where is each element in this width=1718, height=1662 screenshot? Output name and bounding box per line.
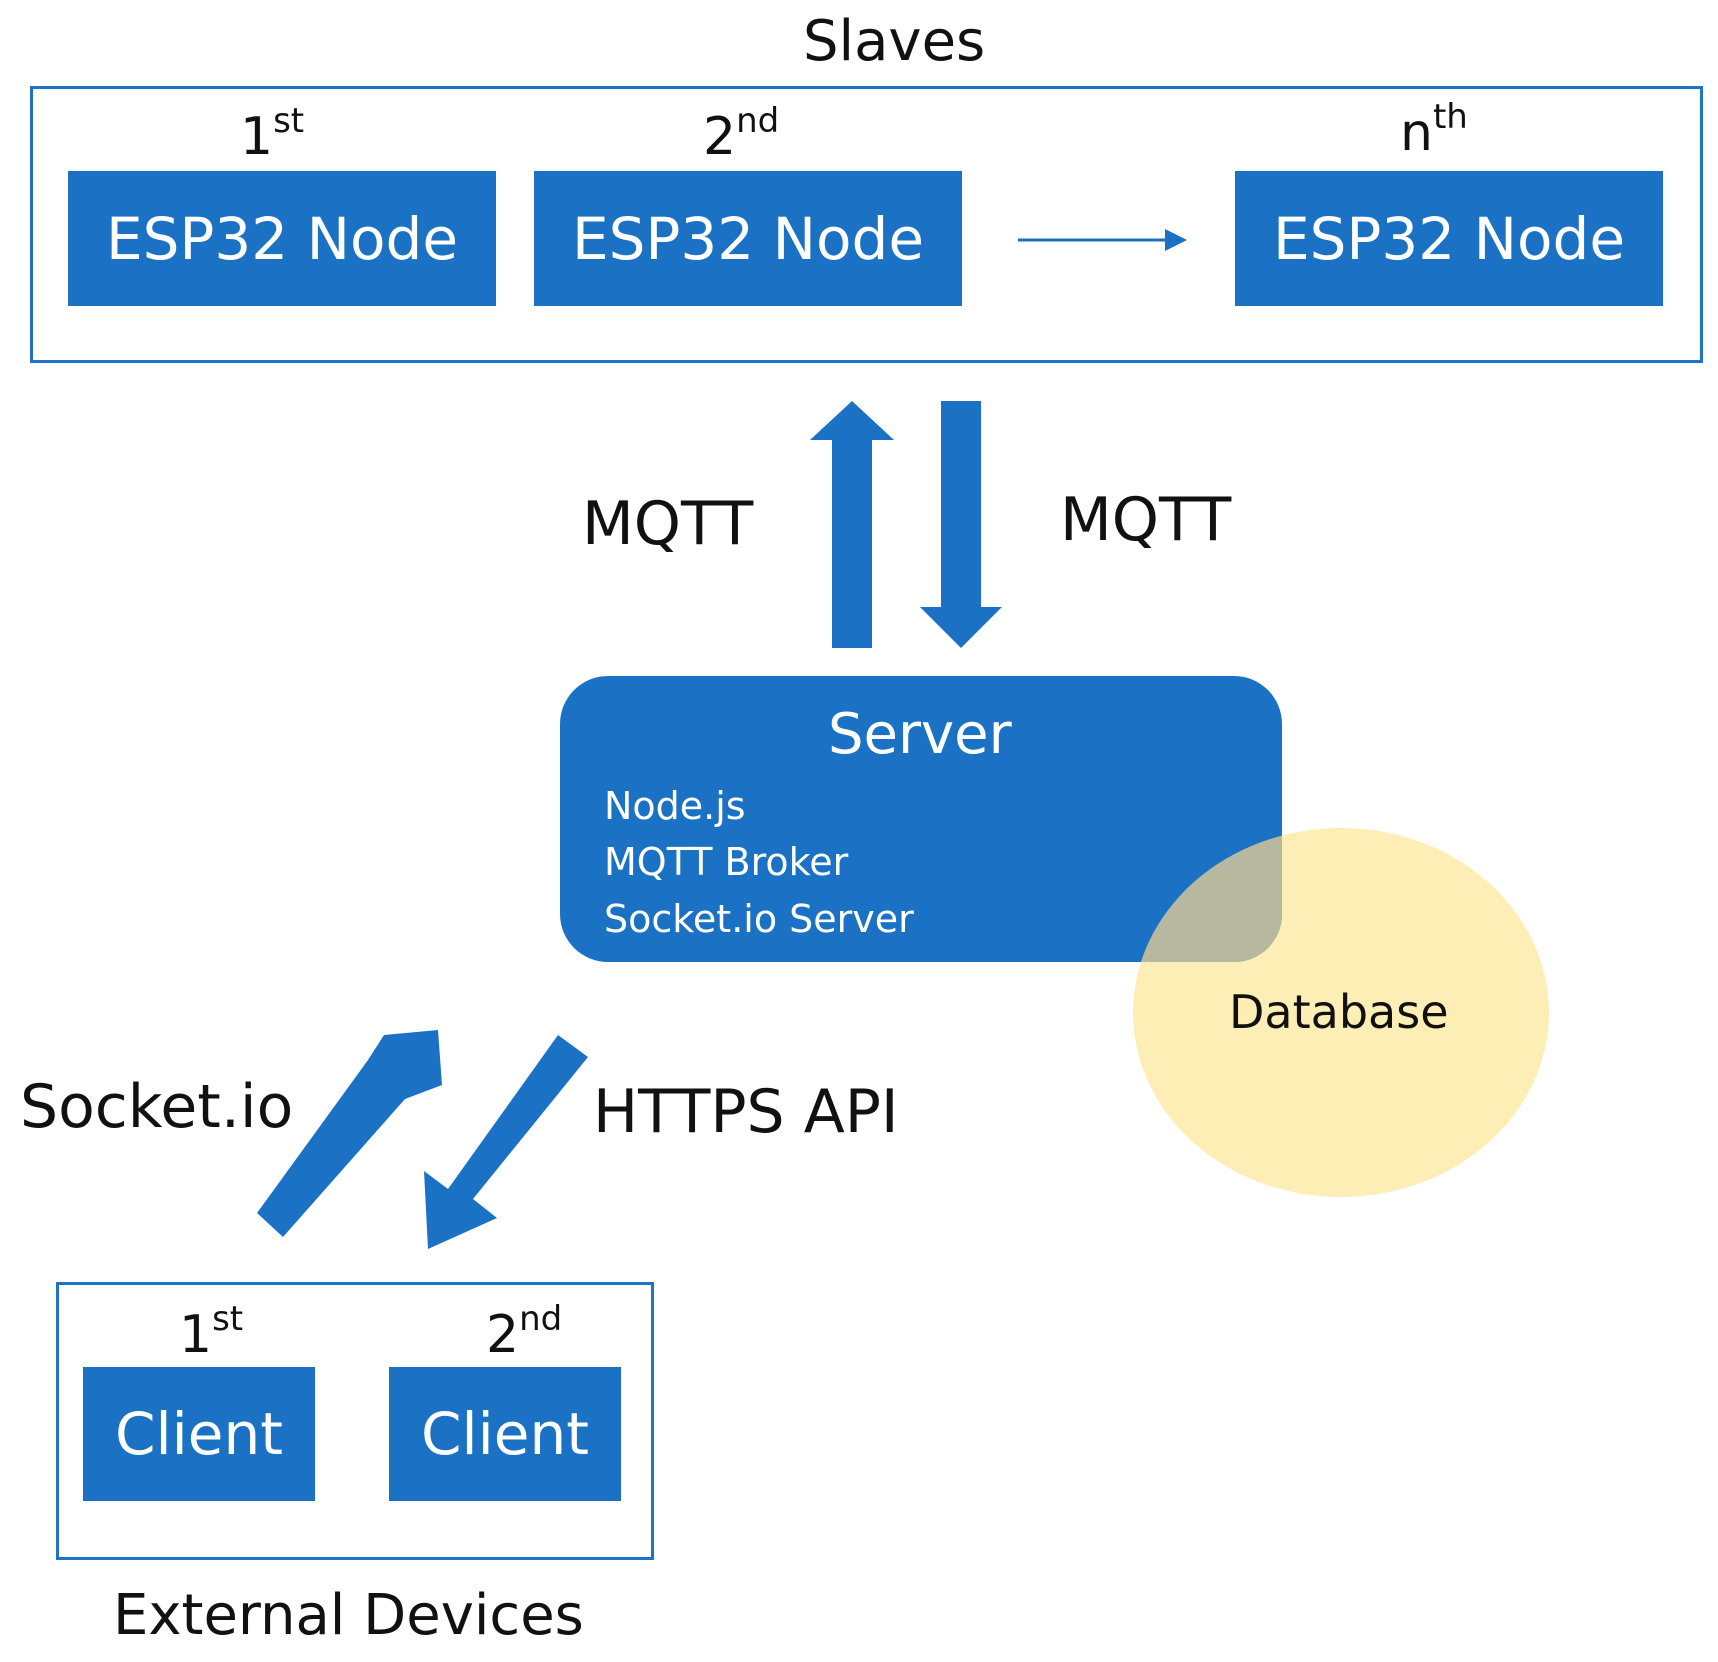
server-item-mqtt-broker: MQTT Broker (604, 840, 849, 884)
client-2[interactable]: Client (389, 1367, 621, 1501)
ordinal-number: n (1400, 103, 1433, 163)
mqtt-up-label: MQTT (582, 489, 754, 559)
client-1[interactable]: Client (83, 1367, 315, 1501)
esp32-node-n[interactable]: ESP32 Node (1235, 171, 1663, 306)
slave-n-ordinal: nth (1400, 100, 1468, 159)
node-chain-arrow (1018, 229, 1187, 251)
slaves-title: Slaves (803, 9, 986, 74)
esp32-node-1[interactable]: ESP32 Node (68, 171, 496, 306)
ordinal-suffix: nd (519, 1299, 563, 1339)
mqtt-down-label: MQTT (1060, 485, 1232, 555)
esp32-node-2[interactable]: ESP32 Node (534, 171, 962, 306)
ordinal-suffix: th (1432, 97, 1468, 137)
external-devices-title: External Devices (113, 1583, 584, 1648)
https-api-arrow (424, 1035, 588, 1249)
server-title: Server (828, 702, 1012, 767)
server-item-nodejs: Node.js (604, 784, 746, 828)
server-item-socketio-server: Socket.io Server (604, 897, 914, 941)
socketio-label: Socket.io (20, 1072, 294, 1142)
ordinal-number: 2 (486, 1305, 520, 1365)
mqtt-down-arrow (920, 401, 1002, 648)
database-label: Database (1229, 985, 1449, 1039)
ordinal-suffix: nd (736, 101, 780, 141)
ordinal-number: 2 (703, 107, 737, 167)
ordinal-suffix: st (212, 1299, 244, 1339)
slave-2-ordinal: 2nd (703, 104, 779, 163)
https-api-label: HTTPS API (593, 1077, 899, 1147)
mqtt-up-arrow (810, 401, 894, 648)
ordinal-number: 1 (240, 107, 274, 167)
slave-1-ordinal: 1st (240, 104, 304, 163)
ordinal-number: 1 (179, 1305, 213, 1365)
socketio-arrow (257, 1030, 442, 1237)
client-2-ordinal: 2nd (486, 1302, 562, 1361)
client-1-ordinal: 1st (179, 1302, 243, 1361)
ordinal-suffix: st (273, 101, 305, 141)
